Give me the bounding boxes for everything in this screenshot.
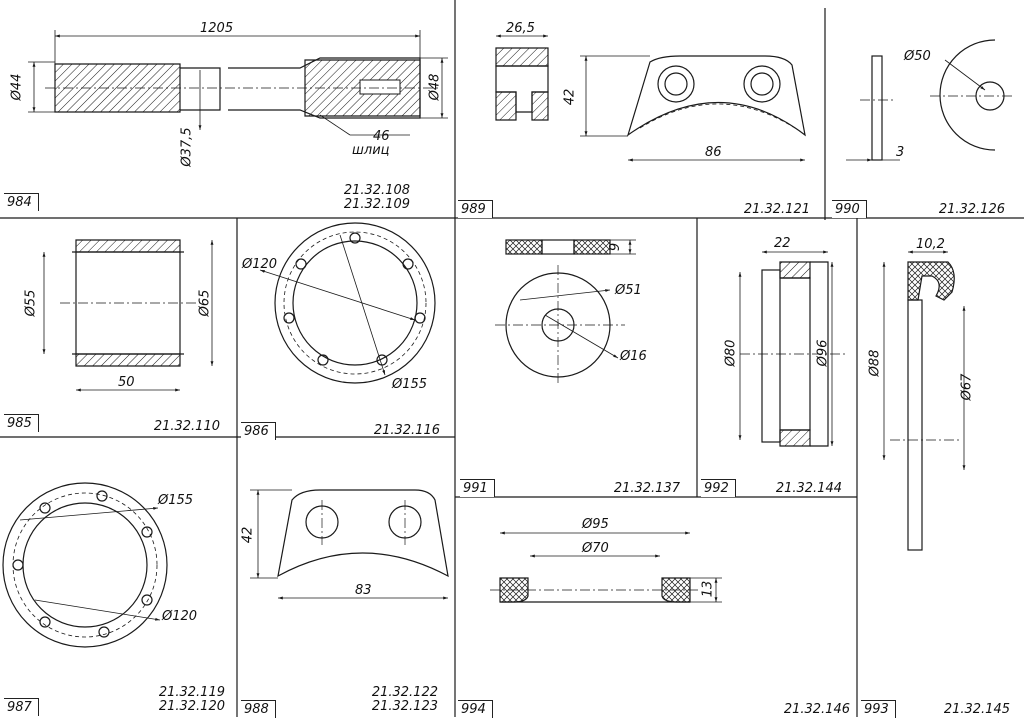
dim-label: Ø155 <box>158 493 194 508</box>
dim-label: Ø51 <box>615 283 642 298</box>
dim-label: 46 шлиц <box>352 129 390 158</box>
dim-label: 22 <box>774 236 791 251</box>
dim-label: Ø50 <box>904 49 931 64</box>
part-984-shaft <box>28 30 448 136</box>
part-number: 984 <box>4 193 39 211</box>
part-code: 21.32.126 <box>938 202 1005 217</box>
dim-label: Ø16 <box>620 349 647 364</box>
part-code: 21.32.120 <box>158 699 225 714</box>
part-number: 987 <box>4 698 39 716</box>
dim-label: 50 <box>118 375 135 390</box>
part-code: 21.32.137 <box>613 481 680 496</box>
dim-label: Ø120 <box>242 257 278 272</box>
dim-label: 3 <box>896 145 905 160</box>
part-code: 21.32.119 <box>158 685 225 700</box>
dim-label: 1205 <box>200 21 234 36</box>
dim-label: 42 <box>562 88 578 106</box>
dim-label: Ø48 <box>427 73 443 101</box>
dim-label: 9 <box>608 242 624 252</box>
part-985-bushing <box>42 239 214 392</box>
part-number: 991 <box>460 479 495 497</box>
part-989-bracket <box>495 34 806 162</box>
part-code: 21.32.123 <box>371 699 438 714</box>
part-number: 989 <box>458 200 493 218</box>
dim-label: Ø88 <box>867 349 883 377</box>
part-code: 21.32.145 <box>943 702 1010 717</box>
part-code: 21.32.116 <box>373 423 440 438</box>
part-code: 21.32.144 <box>775 481 842 496</box>
part-number: 994 <box>458 700 493 718</box>
part-code-987: 21.32.119 21.32.120 <box>145 686 225 714</box>
dim-label: Ø95 <box>582 517 609 532</box>
dim-label: Ø80 <box>723 339 739 367</box>
part-number: 993 <box>861 700 896 718</box>
part-code: 21.32.122 <box>371 685 438 700</box>
part-code: 21.32.108 <box>343 183 410 198</box>
dim-label: Ø67 <box>959 373 975 401</box>
dim-label: 42 <box>240 526 256 544</box>
part-code: 21.32.121 <box>743 202 810 217</box>
part-990-washer <box>846 39 1015 162</box>
part-number: 988 <box>241 700 276 718</box>
dim-label: 86 <box>705 145 722 160</box>
dim-label: 26,5 <box>506 21 535 36</box>
part-code: 21.32.146 <box>783 702 850 717</box>
dim-label: Ø37,5 <box>179 127 195 167</box>
dim-label: Ø65 <box>197 289 213 317</box>
dim-label: 83 <box>355 583 372 598</box>
dim-label: 10,2 <box>916 237 945 252</box>
part-994-ring <box>490 531 722 603</box>
part-code-984: 21.32.108 21.32.109 <box>330 184 410 212</box>
dim-label: Ø55 <box>23 289 39 317</box>
dim-label: Ø120 <box>162 609 198 624</box>
dim-label: Ø96 <box>815 339 831 367</box>
dim-label: 13 <box>700 580 716 598</box>
part-986-flange-ring <box>259 222 436 384</box>
part-number: 992 <box>701 479 736 497</box>
part-number: 990 <box>832 200 867 218</box>
part-code: 21.32.110 <box>153 419 220 434</box>
dim-label: Ø44 <box>9 73 25 101</box>
part-code-988: 21.32.122 21.32.123 <box>358 686 438 714</box>
part-993-seal <box>882 250 966 551</box>
part-991-disc <box>495 239 636 385</box>
dim-label: Ø70 <box>582 541 609 556</box>
part-988-bracket <box>250 489 449 600</box>
part-number: 986 <box>241 422 276 440</box>
part-992-ring <box>738 250 845 447</box>
part-987-flange <box>2 482 168 648</box>
part-number: 985 <box>4 414 39 432</box>
dim-label: Ø155 <box>392 377 428 392</box>
part-code: 21.32.109 <box>343 197 410 212</box>
